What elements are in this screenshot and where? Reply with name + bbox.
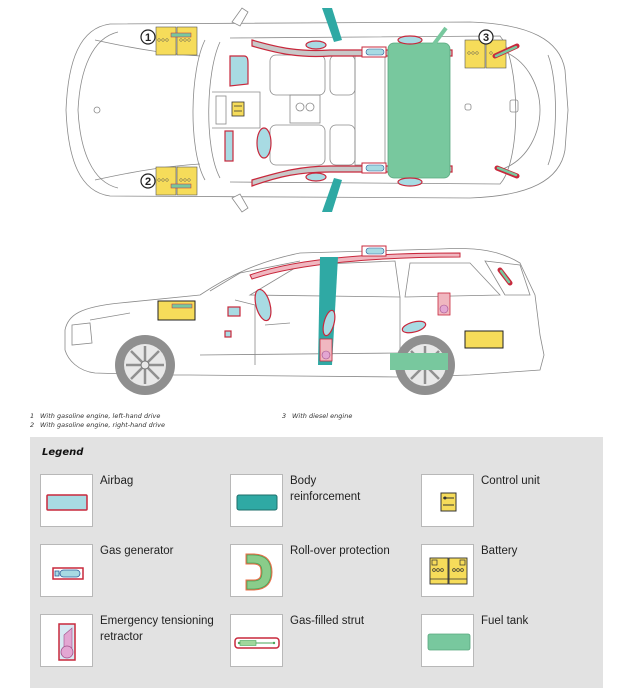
- car-top-view: 1 2 3: [65, 7, 569, 213]
- legend-label-emergency-tensioning-retractor: Emergency tensioning retractor: [100, 615, 214, 643]
- legend-title: Legend: [42, 447, 84, 458]
- fuel-tank-top: [387, 42, 451, 179]
- emergency-tensioning-retractor-icon: [40, 614, 93, 667]
- footnote-3-num: 3: [282, 412, 287, 420]
- gas-generator-top-left: [361, 46, 387, 58]
- footnote-3-text: With diesel engine: [292, 412, 353, 420]
- car-side-view: [64, 245, 545, 395]
- footnote-1-text: With gasoline engine, left-hand drive: [40, 412, 161, 420]
- knee-airbag: [224, 130, 234, 162]
- battery-1: [155, 26, 198, 56]
- battery-icon: [421, 544, 474, 597]
- passenger-front-airbag: [229, 55, 249, 87]
- dash-airbag: [227, 306, 241, 317]
- fuel-tank-icon: [421, 614, 474, 667]
- gas-strut-top-left: [492, 43, 520, 59]
- legend-label-body-reinforcement: Body reinforcement: [290, 475, 361, 503]
- footnote-1: 1 With gasoline engine, left-hand drive: [30, 412, 160, 420]
- marker-1: 1: [140, 29, 156, 45]
- side-airbag-front-left: [305, 40, 327, 50]
- mirror-left: [231, 7, 249, 27]
- battery-side-rear: [464, 330, 504, 349]
- marker-3: 3: [478, 29, 494, 45]
- footnote-2: 2 With gasoline engine, right-hand drive: [30, 421, 165, 429]
- mirror-right: [231, 193, 249, 213]
- legend-label-battery: Battery: [481, 545, 518, 557]
- side-airbag-rear-seat: [401, 320, 427, 334]
- footnote-1-num: 1: [30, 412, 35, 420]
- top-body-outline: [65, 21, 569, 199]
- side-airbag-rear-side: [322, 309, 336, 337]
- gas-generator-side: [361, 245, 387, 257]
- gas-strut-side: [497, 267, 513, 286]
- body-reinforcement-b-pillar: [318, 257, 338, 365]
- side-airbag-rear-right: [397, 177, 423, 187]
- body-reinforcement-icon: [230, 474, 283, 527]
- control-unit-top: [231, 101, 245, 117]
- body-reinforcement-top-right: [322, 178, 342, 212]
- roll-over-protection-icon: [230, 544, 283, 597]
- gas-generator-top-right: [361, 162, 387, 174]
- footnote-2-text: With gasoline engine, right-hand drive: [40, 421, 166, 429]
- front-wheel: [115, 335, 175, 395]
- fuel-tank-side: [390, 353, 448, 370]
- legend-label-airbag: Airbag: [100, 475, 134, 487]
- driver-front-airbag: [256, 127, 272, 159]
- airbag-icon: [40, 474, 93, 527]
- marker-2: 2: [140, 173, 156, 189]
- gas-filled-strut-icon: [230, 614, 283, 667]
- legend-label-roll-over-protection: Roll-over protection: [290, 545, 390, 557]
- legend-label-gas-filled-strut: Gas-filled strut: [290, 615, 365, 627]
- knee-airbag-side: [224, 330, 232, 338]
- tensioning-retractor-c-pillar: [437, 292, 451, 316]
- legend-label-control-unit: Control unit: [481, 475, 540, 487]
- side-airbag-front-right: [305, 172, 327, 182]
- footnote-3: 3 With diesel engine: [282, 412, 352, 420]
- side-airbag-front-side: [254, 288, 272, 322]
- gas-generator-icon: [40, 544, 93, 597]
- legend-panel: Legend Airbag Body reinforcement Control…: [30, 437, 603, 688]
- marker-1-label: 1: [145, 32, 151, 44]
- marker-3-label: 3: [483, 32, 489, 44]
- footnote-2-num: 2: [30, 421, 35, 429]
- curtain-airbag-side: [249, 252, 461, 280]
- gas-strut-top-right: [494, 165, 520, 179]
- side-body-outline: [64, 248, 545, 378]
- legend-label-fuel-tank: Fuel tank: [481, 615, 529, 627]
- marker-2-label: 2: [145, 176, 151, 188]
- side-airbag-rear-left: [397, 35, 423, 45]
- body-reinforcement-top-left: [322, 8, 342, 42]
- battery-2: [155, 166, 198, 196]
- control-unit-icon: [421, 474, 474, 527]
- legend-label-gas-generator: Gas generator: [100, 545, 174, 557]
- tensioning-retractor-b-pillar: [319, 338, 333, 362]
